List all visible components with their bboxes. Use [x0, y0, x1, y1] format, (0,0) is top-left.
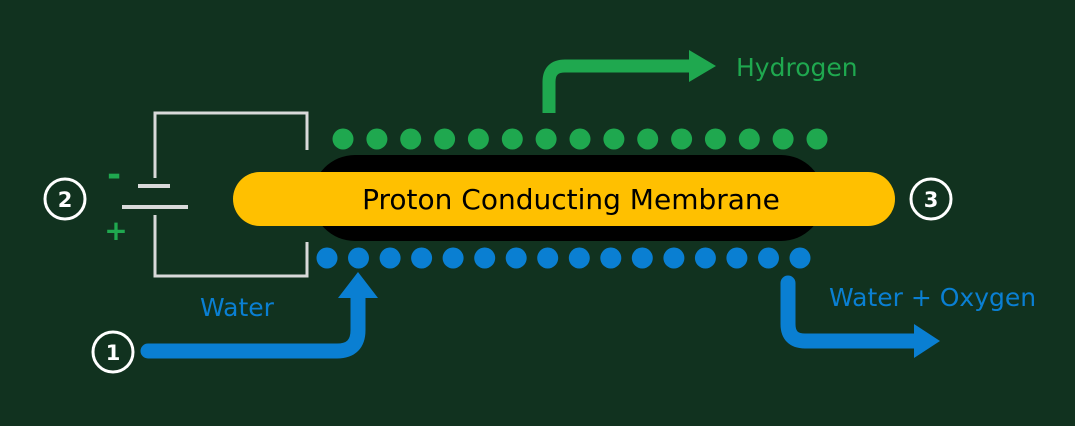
plus-sign: +	[104, 214, 127, 247]
water-particle	[631, 247, 653, 269]
water-particle	[789, 247, 811, 269]
water-particle	[537, 247, 559, 269]
hydrogen-arrow-shaft	[542, 59, 690, 113]
water-particle	[663, 247, 685, 269]
minus-sign: -	[107, 155, 121, 195]
membrane-label: Proton Conducting Membrane	[362, 183, 780, 216]
hydrogen-particle	[738, 128, 760, 150]
water-out-arrow-head	[914, 324, 940, 358]
hydrogen-particle	[400, 128, 422, 150]
circuit-wire-top	[153, 111, 309, 178]
water-particle	[379, 247, 401, 269]
hydrogen-particle	[671, 128, 693, 150]
water-particle	[600, 247, 622, 269]
water-particles	[316, 247, 811, 269]
hydrogen-particle	[535, 128, 557, 150]
hydrogen-particle	[569, 128, 591, 150]
hydrogen-particle	[806, 128, 828, 150]
circuit-wire-bottom	[153, 215, 309, 278]
water-particle	[316, 247, 338, 269]
badge-1: 1	[91, 330, 135, 374]
arrow-right-icon	[542, 50, 716, 113]
hydrogen-particle	[467, 128, 489, 150]
hydrogen-particle	[603, 128, 625, 150]
water-in-arrow-shaft	[140, 289, 366, 359]
water-in-arrow-head	[338, 272, 378, 298]
water-out-label: Water + Oxygen	[829, 283, 1036, 312]
water-particle	[694, 247, 716, 269]
water-particle	[758, 247, 779, 269]
badge-2-number: 2	[58, 188, 73, 212]
water-in-label: Water	[200, 293, 275, 322]
hydrogen-label: Hydrogen	[736, 53, 858, 82]
water-particle	[726, 247, 748, 269]
hydrogen-arrow-head	[689, 50, 716, 82]
water-particle	[442, 247, 464, 269]
membrane	[233, 172, 895, 226]
hydrogen-particle	[366, 128, 388, 150]
water-out-arrow-shaft	[780, 275, 923, 349]
hydrogen-particle	[332, 128, 354, 150]
hydrogen-particle	[704, 128, 726, 150]
hydrogen-particle	[434, 128, 456, 150]
water-particle	[568, 247, 590, 269]
water-particle	[505, 247, 527, 269]
battery-icon	[122, 111, 309, 278]
hydrogen-particle	[772, 128, 794, 150]
badge-3-number: 3	[924, 188, 939, 212]
hydrogen-particle	[637, 128, 659, 150]
water-particle	[411, 247, 433, 269]
badge-3: 3	[909, 177, 953, 221]
hydrogen-particles	[332, 128, 828, 150]
arrow-up-icon	[140, 272, 378, 359]
water-particle	[348, 247, 369, 269]
water-particle	[474, 247, 496, 269]
badge-2: 2	[43, 177, 87, 221]
badge-1-number: 1	[106, 341, 121, 365]
arrow-right-icon	[780, 275, 940, 358]
hydrogen-particle	[501, 128, 523, 150]
